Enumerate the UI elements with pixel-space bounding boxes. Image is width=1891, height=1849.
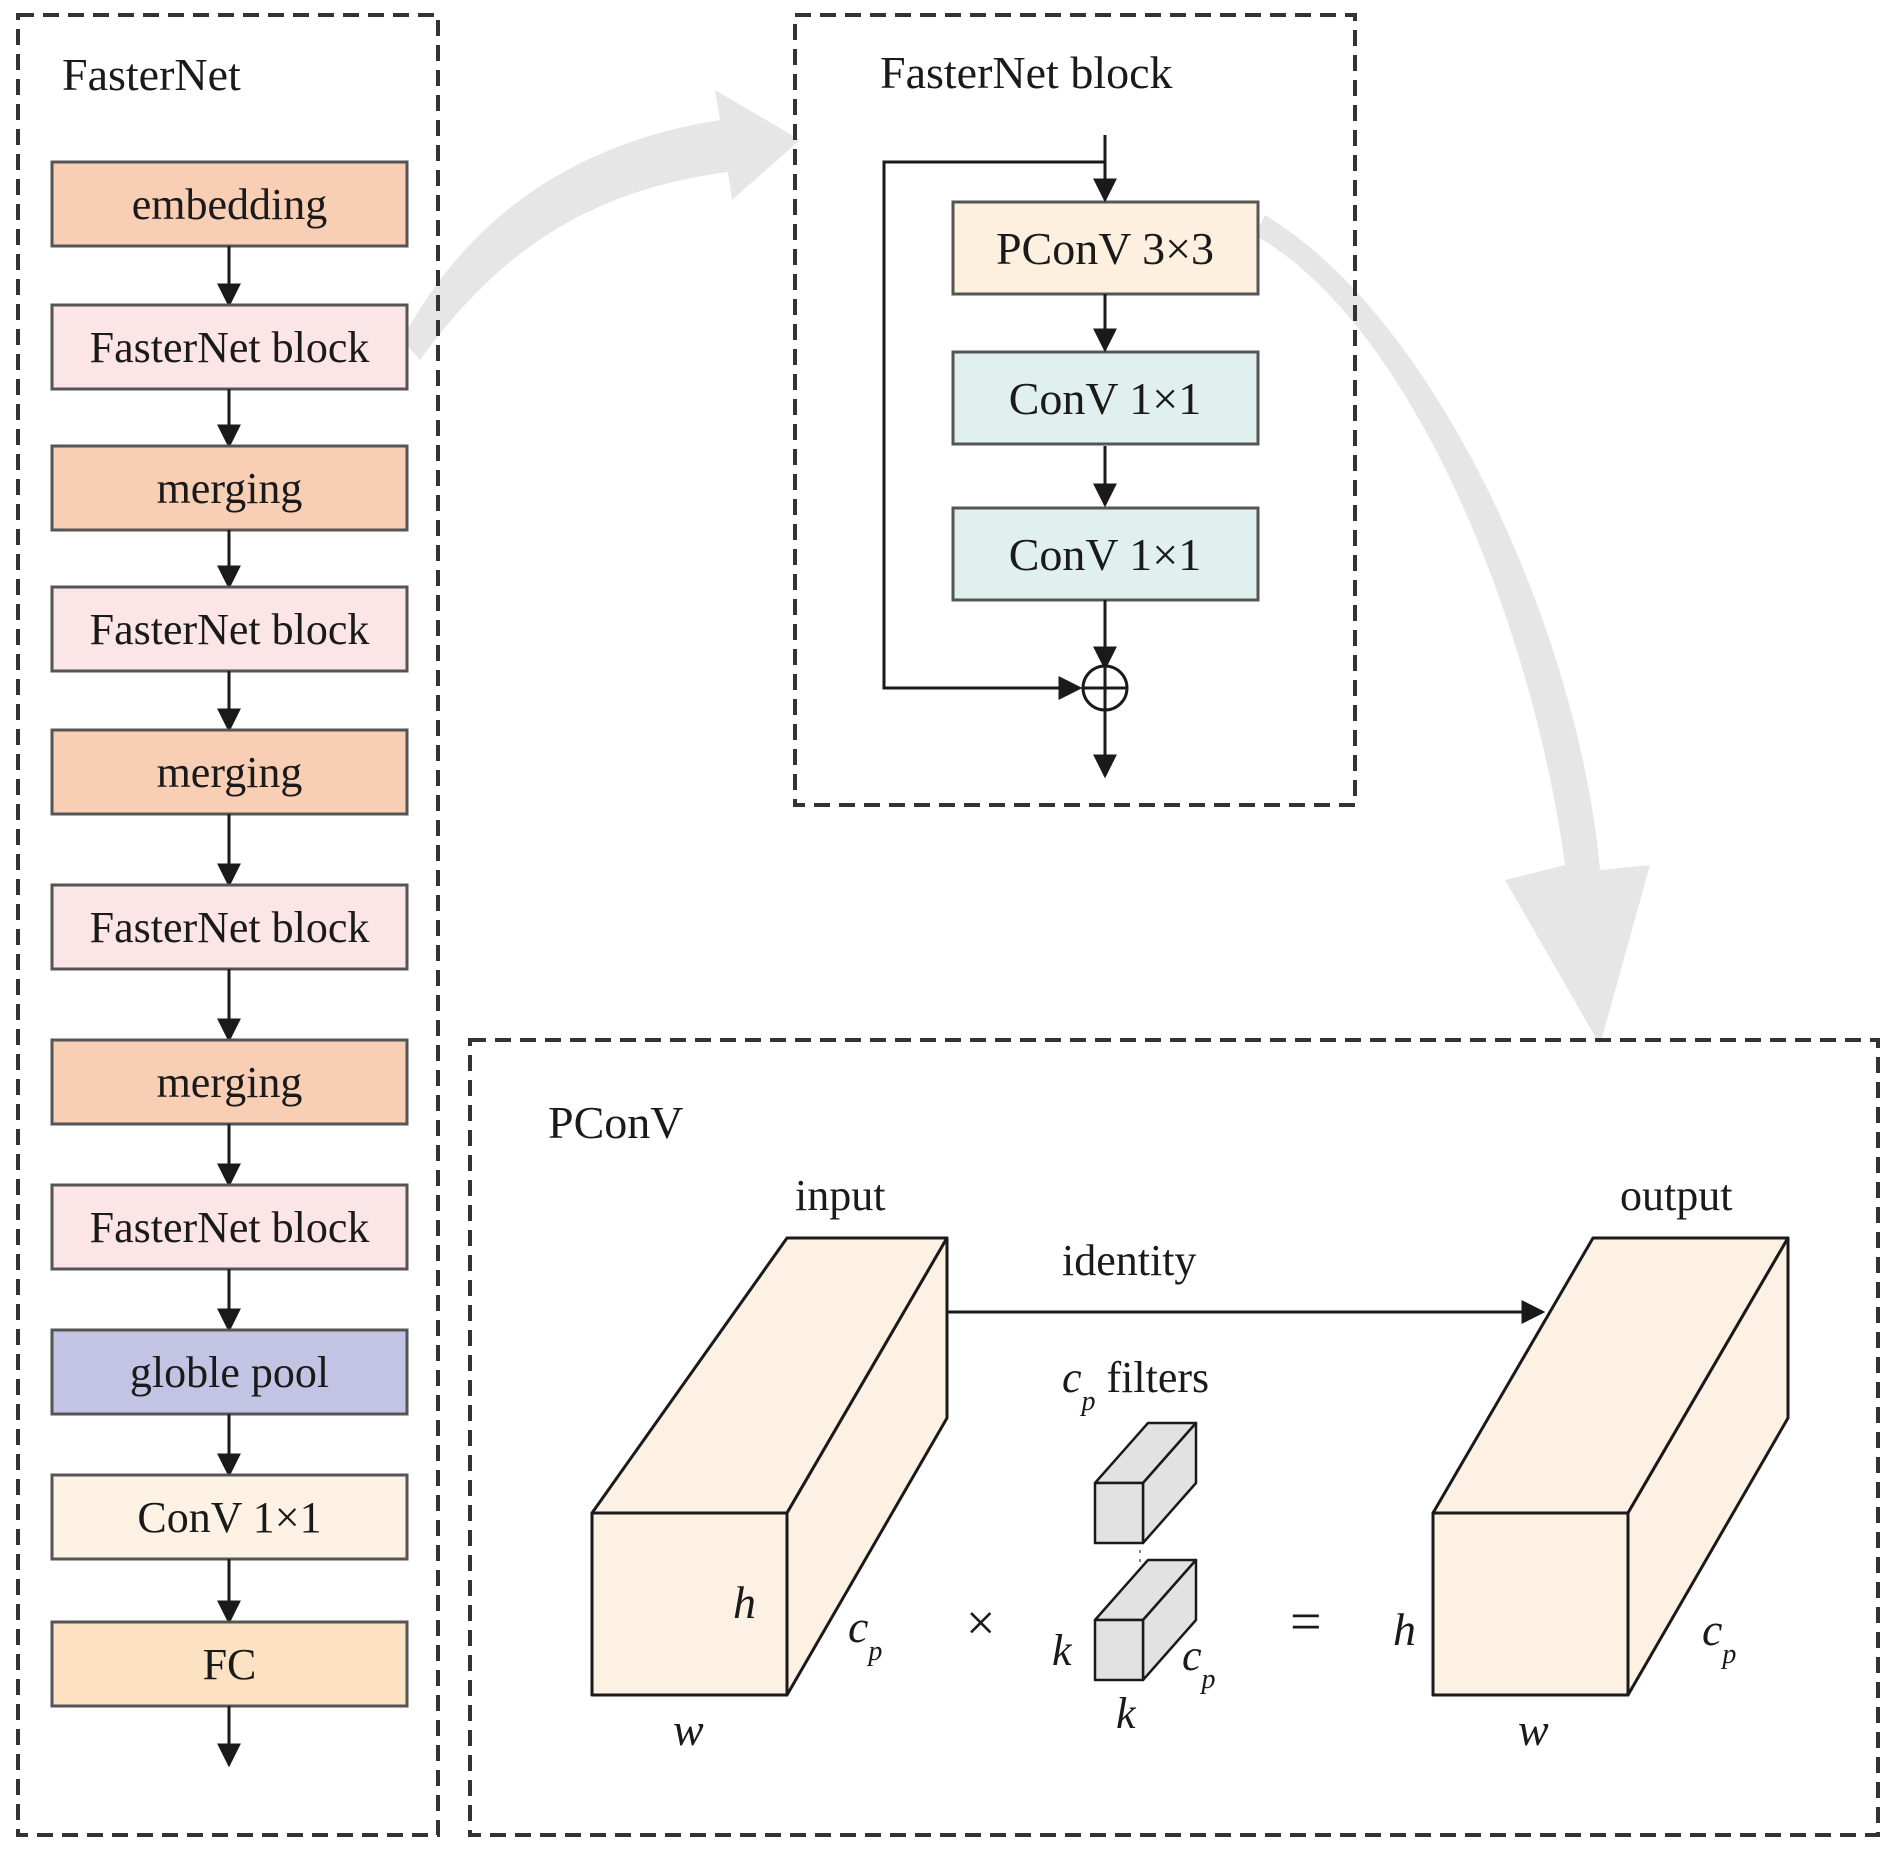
- layer-box-merging: [50, 444, 409, 532]
- block-box-conv-1x1-right: [951, 506, 1260, 602]
- output-c-label: cp: [1702, 1604, 1736, 1670]
- layer-box-embedding: [50, 160, 409, 248]
- output-w-label: w: [1518, 1704, 1549, 1755]
- layer-box-fc: [50, 1620, 409, 1708]
- pconv-title: PConV: [548, 1097, 683, 1148]
- layer-box-fasternet-block: [50, 883, 409, 971]
- layer-label: merging: [157, 748, 303, 797]
- filters-label: cp filters: [1062, 1353, 1209, 1417]
- filter-cube-top: [1093, 1421, 1198, 1545]
- input-h-label: h: [733, 1577, 756, 1628]
- layer-label: FasterNet block: [90, 1203, 370, 1252]
- times-operator: ×: [966, 1595, 995, 1652]
- layer-box-fasternet-block: [50, 585, 409, 673]
- layer-label: FasterNet block: [90, 605, 370, 654]
- input-label: input: [795, 1171, 885, 1220]
- filter-cube-bottom: [1093, 1558, 1198, 1682]
- block-layer-label: ConV 1×1: [1009, 529, 1202, 580]
- layer-label: globle pool: [130, 1348, 329, 1397]
- output-cube-front: [1431, 1511, 1630, 1697]
- layer-label: merging: [157, 1058, 303, 1107]
- output-h-label: h: [1393, 1604, 1416, 1655]
- big-arrow-to-pconv: [1255, 215, 1650, 1045]
- input-c-label: cp: [848, 1601, 882, 1667]
- identity-label: identity: [1062, 1236, 1196, 1285]
- block-connectors: [882, 135, 1129, 779]
- input-cube: [590, 1236, 949, 1697]
- block-box-pconv-3x3: [951, 200, 1260, 296]
- fasternet-panel: [16, 13, 440, 1837]
- layer-box-merging: [50, 1038, 409, 1126]
- filter-k-bottom-label: k: [1116, 1689, 1137, 1738]
- fasternet-block-panel: [793, 13, 1357, 807]
- block-layer-label: PConV 3×3: [996, 223, 1214, 274]
- layer-label: FasterNet block: [90, 323, 370, 372]
- input-w-label: w: [673, 1704, 704, 1755]
- fasternet-block-title: FasterNet block: [880, 47, 1173, 98]
- filter-bottom-front: [1093, 1618, 1145, 1682]
- layer-box-conv-1x1-left: [50, 1473, 409, 1561]
- filter-k-side-label: k: [1052, 1626, 1073, 1675]
- layer-label: merging: [157, 464, 303, 513]
- layer-box-merging: [50, 728, 409, 816]
- input-cube-front: [590, 1511, 789, 1697]
- block-box-conv-1x1-right: [951, 350, 1260, 446]
- filter-top-front: [1093, 1481, 1145, 1545]
- fasternet-title: FasterNet: [62, 49, 241, 100]
- layer-label: ConV 1×1: [137, 1493, 321, 1542]
- skip-connection: [882, 160, 1105, 700]
- pconv-panel: [468, 1038, 1880, 1837]
- filter-c-label: cp: [1182, 1631, 1216, 1695]
- equals-operator: =: [1290, 1591, 1322, 1653]
- block-layer-label: ConV 1×1: [1009, 373, 1202, 424]
- layer-label: FasterNet block: [90, 903, 370, 952]
- layer-box-fasternet-block: [50, 303, 409, 391]
- output-cube: [1431, 1236, 1790, 1697]
- layer-label: FC: [203, 1640, 257, 1689]
- layer-label: embedding: [132, 180, 328, 229]
- big-arrow-to-block: [402, 90, 800, 360]
- output-label: output: [1620, 1171, 1732, 1220]
